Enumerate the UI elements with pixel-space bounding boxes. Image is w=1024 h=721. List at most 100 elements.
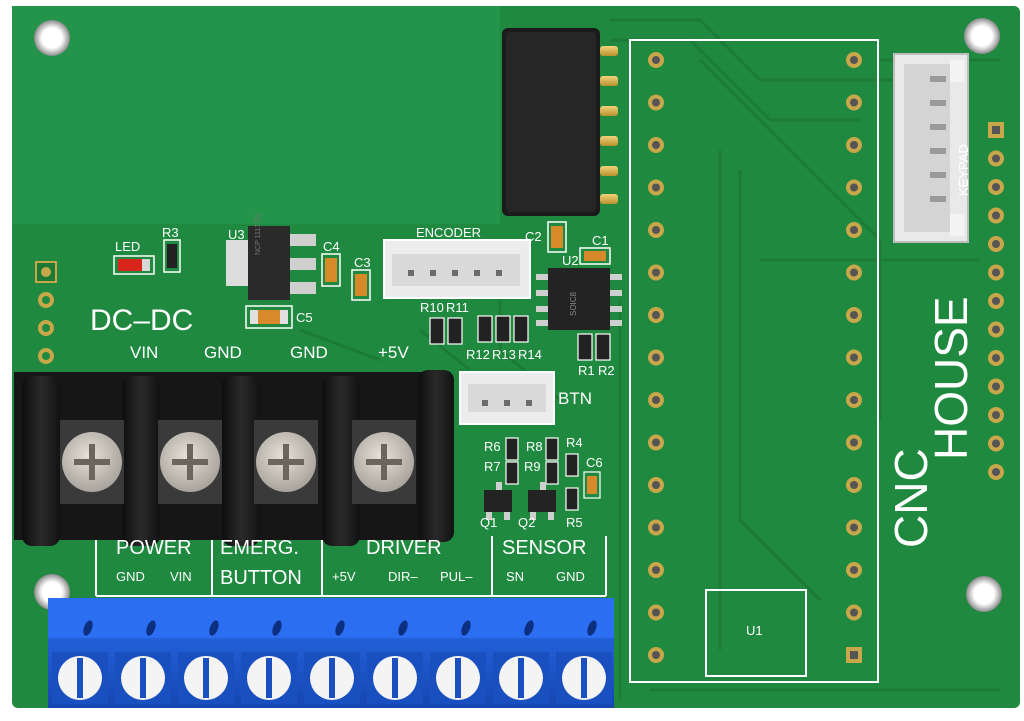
blue-terminal-screw [493, 620, 549, 704]
label-encoder: ENCODER [416, 225, 482, 240]
u1-pin [846, 604, 862, 621]
keypad-connector [893, 53, 969, 243]
c2-capacitor [547, 221, 567, 253]
label-r2: R2 [598, 363, 615, 378]
u1-pin [846, 137, 862, 153]
u1-pin [846, 52, 862, 68]
label-gnd-top-1: GND [204, 343, 242, 362]
u1-module-outline [629, 39, 879, 683]
mounting-hole-top-right [964, 18, 1000, 54]
left-4pin-header [35, 261, 57, 364]
u1-pin [648, 349, 664, 366]
label-r13: R13 [492, 347, 516, 362]
label-r7: R7 [484, 459, 501, 474]
right-header-pin [988, 378, 1004, 395]
u1-pin [846, 434, 862, 451]
label-r5: R5 [566, 515, 583, 530]
label-c5: C5 [296, 310, 313, 325]
u3-regulator [226, 226, 316, 300]
u1-pin [648, 519, 664, 536]
right-header-pin [988, 435, 1004, 452]
right-header-pin [988, 464, 1004, 480]
label-c2: C2 [525, 229, 542, 244]
black-terminal-screw [158, 420, 222, 504]
u1-pin [648, 434, 664, 451]
label-q1: Q1 [480, 515, 498, 530]
blue-terminal-screw [178, 620, 234, 704]
c6-capacitor [583, 471, 601, 499]
q2-transistor [528, 482, 556, 520]
c5-capacitor [245, 305, 293, 329]
black-terminal-screw [352, 420, 416, 504]
label-vin-top: VIN [130, 343, 159, 362]
label-r10: R10 [420, 300, 444, 315]
blue-terminal-block [48, 598, 614, 708]
label-r6: R6 [484, 439, 501, 454]
label-u1: U1 [746, 623, 763, 638]
right-header-pin [988, 236, 1004, 252]
label-5v-top: +5V [378, 343, 409, 362]
label-gnd-top-2: GND [290, 343, 328, 362]
label-c6: C6 [586, 455, 603, 470]
q1-transistor [484, 482, 512, 520]
u1-pin [648, 222, 664, 238]
label-sensor-gnd: GND [556, 569, 585, 584]
right-header-pin [988, 179, 1004, 195]
u1-pin [846, 392, 862, 408]
u1-pin [648, 477, 664, 493]
right-header-pin [988, 293, 1004, 309]
label-driver-5v: +5V [332, 569, 356, 584]
u1-pin [648, 307, 664, 323]
label-power: POWER [116, 537, 192, 559]
black-terminal-block [14, 370, 454, 546]
label-driver: DRIVER [366, 537, 442, 559]
u1-pin [846, 562, 862, 578]
label-dc-dc: DC–DC [90, 304, 194, 337]
u1-pin [648, 94, 664, 111]
label-r1: R1 [578, 363, 595, 378]
sensor-resistors [505, 437, 579, 511]
c1-capacitor [579, 247, 611, 265]
btn-connector [459, 371, 555, 425]
label-led: LED [115, 239, 141, 254]
u1-pin [648, 264, 664, 281]
label-power-gnd: GND [116, 569, 145, 584]
u1-pin [648, 137, 664, 153]
u1-usb-outline [705, 589, 807, 677]
u2-ic [536, 268, 622, 330]
u1-pin [846, 349, 862, 366]
right-header-pin [988, 264, 1004, 281]
label-driver-dir: DIR– [388, 569, 418, 584]
label-r9: R9 [524, 459, 541, 474]
label-power-vin: VIN [170, 569, 192, 584]
label-r14: R14 [518, 347, 542, 362]
u1-pin [648, 647, 664, 663]
c3-capacitor [351, 269, 371, 301]
label-sensor-sn: SN [506, 569, 525, 584]
blue-terminal-screw [115, 620, 171, 704]
right-header-pin [988, 207, 1004, 224]
label-r4: R4 [566, 435, 583, 450]
label-q2: Q2 [518, 515, 536, 530]
label-keypad: KEYPAD [956, 144, 971, 196]
u1-pin [846, 264, 862, 281]
u1-pin [846, 94, 862, 111]
mounting-hole-top-left [34, 20, 70, 56]
label-r3: R3 [162, 225, 179, 240]
r12-r14-resistors [477, 315, 529, 343]
label-r12: R12 [466, 347, 490, 362]
right-header-pin [988, 321, 1004, 338]
black-terminal-screw [60, 420, 124, 504]
u1-pin [846, 519, 862, 536]
label-c1: C1 [592, 233, 609, 248]
right-header-pin [988, 122, 1004, 138]
label-driver-pul: PUL– [440, 569, 473, 584]
blue-terminal-screw [52, 620, 108, 704]
label-button: BUTTON [220, 567, 302, 589]
u1-pin [846, 647, 862, 663]
c4-capacitor [321, 253, 341, 287]
blue-terminal-screw [556, 620, 612, 704]
label-c4: C4 [323, 239, 340, 254]
ic-marking: SOIC8 [569, 291, 578, 316]
